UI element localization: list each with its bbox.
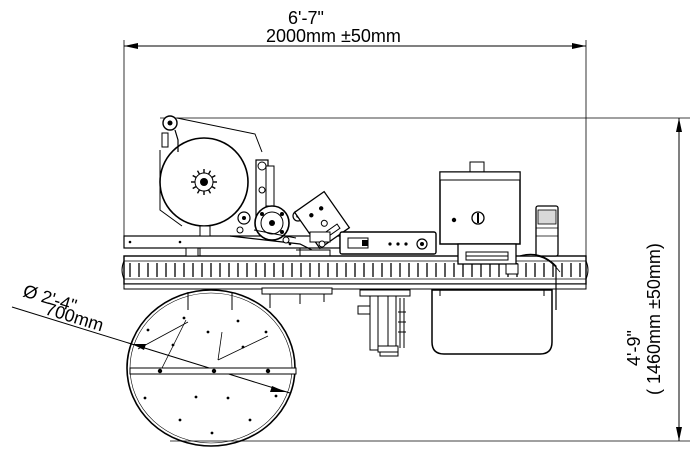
height-metric-label: ( 1460mm ±50mm) <box>644 243 664 395</box>
roll-hub-teeth <box>191 169 217 195</box>
height-arrow-top <box>676 118 682 132</box>
height-imperial-label: 4'-9" <box>624 330 644 366</box>
guide-rails <box>185 247 561 310</box>
width-metric-label: 2000mm ±50mm <box>266 26 401 46</box>
lower-bracket <box>261 287 333 308</box>
sensor-module <box>293 190 351 256</box>
height-dimension: 4'-9" ( 1460mm ±50mm) <box>160 117 690 442</box>
width-arrow-right <box>572 43 586 49</box>
diameter-arrow-right <box>270 386 286 392</box>
label-roll <box>159 115 263 237</box>
control-panel <box>339 231 437 255</box>
lower-cabinet <box>431 289 553 355</box>
width-imperial-label: 6'-7" <box>288 8 324 28</box>
table-holes <box>143 316 278 435</box>
height-arrow-bottom <box>676 427 682 441</box>
height-adjust-column <box>357 289 411 357</box>
product-bottle <box>535 205 559 257</box>
width-arrow-left <box>124 43 138 49</box>
width-dimension: 6'-7" 2000mm ±50mm <box>123 8 587 262</box>
printer-unit <box>439 161 521 275</box>
rotary-table <box>126 289 297 447</box>
diameter-arrow-left <box>132 344 146 350</box>
machine-base <box>123 235 341 256</box>
dispensing-head <box>229 159 313 251</box>
